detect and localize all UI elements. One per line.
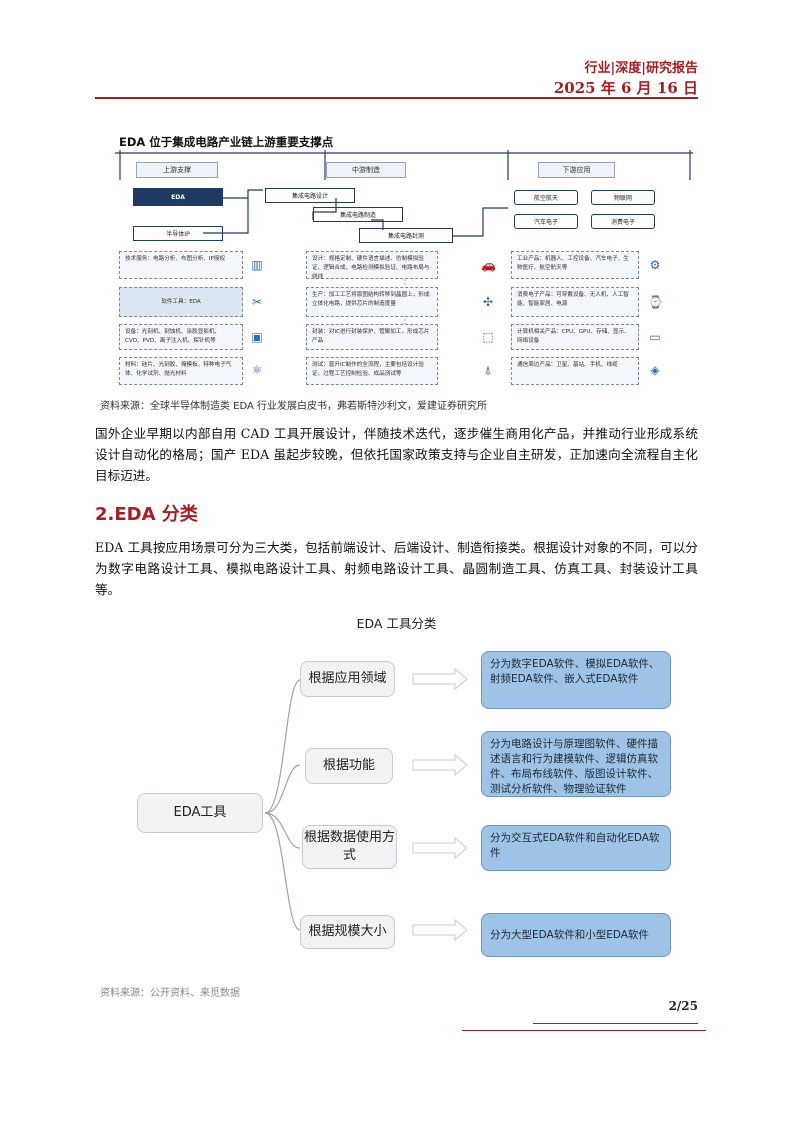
- eda-node: EDA: [133, 188, 223, 206]
- detail-scale: 分为大型EDA软件和小型EDA软件: [481, 913, 671, 957]
- category-scale: 根据规模大小: [300, 915, 395, 949]
- detail-function: 分为电路设计与原理图软件、硬件描述语言和行为建模软件、逻辑仿真软件、布局布线软件…: [481, 731, 671, 797]
- midstream-box: 测试：晋升IC制作的全流程，主要包括设计验证、过程工艺控制检验、成品测试等: [306, 357, 438, 385]
- upstream-box: 材料：硅片、光刻胶、掩模板、特种电子气体、化学试剂、抛光材料: [119, 357, 243, 385]
- tag-consumer-electronics: 消费电子: [591, 214, 655, 229]
- report-type: 行业|深度|研究报告: [584, 61, 698, 76]
- stage-midstream: 中游制造: [326, 162, 406, 178]
- detail-application: 分为数字EDA软件、模拟EDA软件、射频EDA软件、嵌入式EDA软件: [481, 651, 671, 709]
- ip-node: 半导体IP: [133, 226, 223, 241]
- tools-icon: ✂: [251, 295, 263, 309]
- car-icon: 🚗: [481, 258, 496, 272]
- upstream-box: 设备：光刻机、刻蚀机、涂胶显影机、CVD、PVD、离子注入机、探针机等: [119, 324, 243, 350]
- ic-design-node: 集成电路设计: [265, 188, 355, 203]
- category-application: 根据应用领域: [300, 661, 395, 697]
- computer-icon: ▭: [649, 330, 661, 344]
- eda-tools-root: EDA工具: [137, 793, 263, 833]
- category-function: 根据功能: [305, 748, 393, 784]
- figure2-source: 资料来源：公开资料、来觅数据: [100, 988, 240, 999]
- tag-auto-electronics: 汽车电子: [514, 214, 578, 229]
- figure1-title: EDA 位于集成电路产业链上游重要支撑点: [119, 135, 334, 149]
- category-data-usage: 根据数据使用方式: [302, 825, 397, 869]
- chip-icon: ⬚: [482, 330, 494, 344]
- footer-rule: [462, 1030, 706, 1031]
- midstream-box: 封装：对IC进行封装保护、管脚加工，形成芯片产品: [306, 324, 438, 350]
- downstream-box: 通信周边产品：卫星、基站、手机、线缆: [511, 357, 639, 385]
- paragraph-2: EDA 工具按应用场景可分为三大类，包括前端设计、后端设计、制造衔接类。根据设计…: [95, 540, 698, 597]
- tag-iot: 物联网: [591, 190, 655, 205]
- downstream-box: 消费电子产品：可穿戴设备、无人机、人工智能、智能家居、电源: [511, 287, 639, 317]
- midstream-box: 设计：规格定制、硬件语言描述、仿制模拟验证、逻辑合成、电路检测模拟验证、电路布局…: [306, 251, 438, 280]
- downstream-box: 计算机相关产品：CPU、GPU、存储、显示、网络设备: [511, 324, 639, 350]
- materials-icon: ⚛: [251, 363, 263, 377]
- upstream-box: 软件工具：EDA: [119, 287, 243, 317]
- stage-upstream: 上游支撑: [136, 162, 218, 178]
- midstream-box: 生产：加工工艺将版图结构转移到晶圆上，形成立体化电路，提供芯片的制造度量: [306, 287, 438, 317]
- network-icon: ◈: [650, 363, 660, 377]
- figure1-diagram: 上游支撑 中游制造 下游应用 EDA 半导体IP 集成电路设计 集成电路制造 集…: [113, 150, 695, 395]
- equipment-icon: ▣: [251, 330, 263, 344]
- stage-downstream: 下游应用: [538, 162, 615, 178]
- report-date: 2025 年 6 月 16 日: [553, 79, 698, 97]
- drone-icon: ✣: [482, 295, 494, 309]
- header-rule: [95, 97, 698, 99]
- page-number: 2/25: [668, 999, 698, 1013]
- figure2-connectors: [264, 667, 468, 942]
- downstream-box: 工业产品：机器人、工控设备、汽车电子、生物医疗、航空航天等: [511, 251, 639, 279]
- service-icon: ▥: [251, 258, 263, 272]
- paragraph-1: 国外企业早期以内部自用 CAD 工具开展设计，伴随技术迭代，逐步催生商用化产品，…: [95, 426, 698, 483]
- tower-icon: ⍋: [484, 363, 492, 377]
- detail-data-usage: 分为交互式EDA软件和自动化EDA软件: [481, 825, 671, 871]
- tag-aerospace: 航空航天: [514, 190, 578, 205]
- ic-manufacturing-node: 集成电路制造: [313, 207, 403, 222]
- footer-rule: [533, 1023, 698, 1024]
- ic-packaging-node: 集成电路封测: [359, 228, 453, 243]
- watch-icon: ⌚: [648, 295, 663, 309]
- figure2-title: EDA 工具分类: [356, 616, 437, 631]
- section-title: 2.EDA 分类: [95, 504, 198, 525]
- figure1-connectors: [115, 150, 693, 345]
- robot-icon: ⚙: [649, 258, 661, 272]
- upstream-box: 技术服务：电路分析、布图分析、IP授权: [119, 251, 243, 279]
- figure2-diagram: EDA工具 根据应用领域 根据功能 根据数据使用方式 根据规模大小 分为数字ED…: [135, 645, 675, 965]
- figure1-source: 资料来源：全球半导体制造类 EDA 行业发展白皮书，弗若斯特沙利文，爱建证券研究…: [100, 401, 488, 412]
